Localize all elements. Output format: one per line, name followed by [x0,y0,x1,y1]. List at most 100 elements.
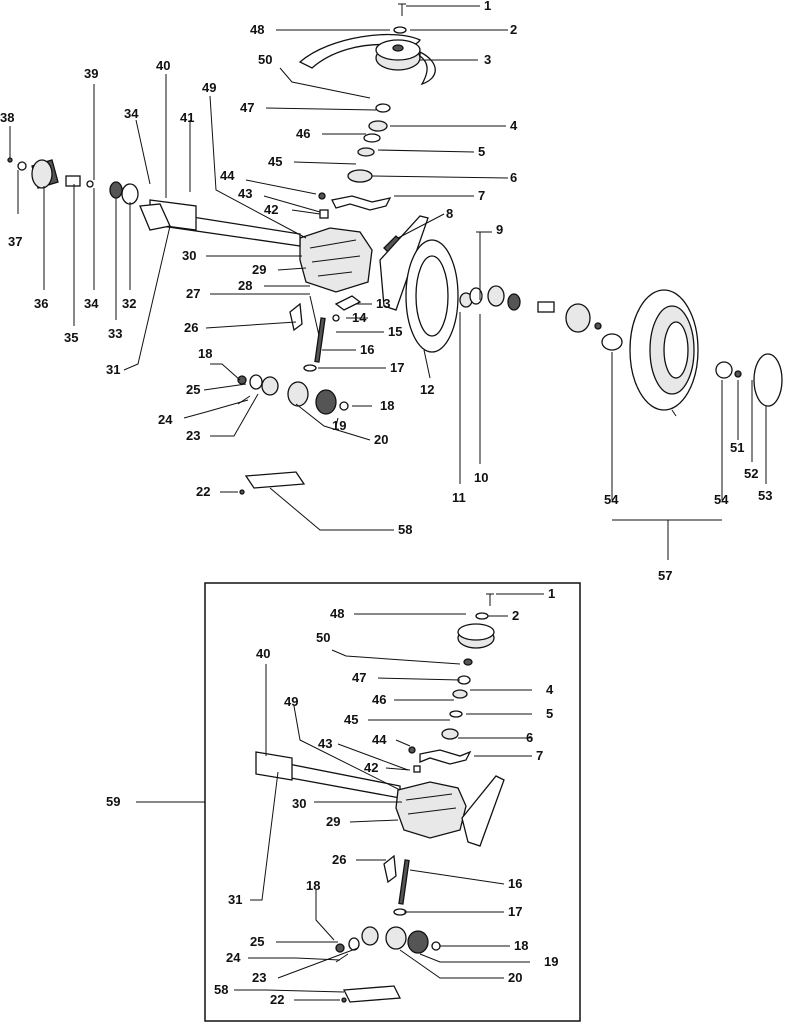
washer [357,147,375,157]
label-43: 43 [238,186,252,201]
sleeve [537,301,555,313]
label-50: 50 [258,52,272,67]
ball [332,314,340,322]
label-1: 1 [484,0,491,13]
label-13: 13 [376,296,390,311]
screw [734,370,742,378]
label-49: 49 [202,80,216,95]
sleeve [65,175,81,187]
shaft [314,317,326,363]
nut [17,161,27,171]
lower-assembly-drawing [255,593,505,1003]
inset-label-19: 19 [544,954,558,969]
label-34-upper: 34 [124,106,139,121]
washer [363,133,381,143]
label-6: 6 [510,170,517,185]
inset-label-16: 16 [508,876,522,891]
label-35: 35 [64,330,78,345]
pinion-gear [565,303,591,333]
label-18-upper-left: 18 [198,346,212,361]
label-44: 44 [220,168,235,183]
label-41: 41 [180,110,194,125]
washer [393,26,407,34]
label-42: 42 [264,202,278,217]
upper-assembly-drawing [7,3,783,495]
inset-label-4: 4 [546,682,554,697]
inset-label-18-right: 18 [514,938,528,953]
hub-cap [715,361,733,379]
bearing [368,120,388,132]
shift-fork [289,302,303,332]
screw [594,322,602,330]
lower-part-labels: 1 2 48 50 4 47 46 5 45 6 44 7 43 42 40 4… [106,586,558,1007]
label-32: 32 [122,296,136,311]
label-18-upper-right: 18 [380,398,394,413]
ball [318,192,326,200]
label-11: 11 [452,490,466,505]
inset-label-22: 22 [270,992,284,1007]
inset-label-46: 46 [372,692,386,707]
label-48: 48 [250,22,264,37]
label-23: 23 [186,428,200,443]
label-54-left: 54 [604,492,619,507]
belt-end [419,50,436,86]
label-39: 39 [84,66,98,81]
inset-label-40: 40 [256,646,270,661]
shift-rod [309,295,321,341]
housing-detail [309,239,361,277]
bearing [375,103,391,113]
gear-housing [299,227,373,293]
pinion-gear [31,159,53,189]
inset-label-43: 43 [318,736,332,751]
gear [287,381,309,407]
lower-leader-lines [234,593,544,1001]
label-27: 27 [186,286,200,301]
inset-label-48: 48 [330,606,344,621]
label-51: 51 [730,440,744,455]
upper-extra-labels: 34 18 54 [124,106,729,507]
drive-wheel-inner [415,255,449,337]
upper-part-labels: 1 2 48 3 50 4 47 46 5 45 6 44 7 43 42 8 … [0,0,772,583]
block [319,209,329,219]
hub-cap [601,333,623,351]
pin [398,3,406,16]
inset-label-49: 49 [284,694,298,709]
label-2: 2 [510,22,517,37]
washer [303,364,317,372]
screw [239,489,245,495]
plate [334,295,362,311]
inset-label-25: 25 [250,934,264,949]
inset-label-58: 58 [214,982,228,997]
label-47: 47 [240,100,254,115]
label-3: 3 [484,52,491,67]
label-52: 52 [744,466,758,481]
label-5: 5 [478,144,485,159]
inset-label-20: 20 [508,970,522,985]
label-16: 16 [360,342,374,357]
inset-label-31: 31 [228,892,242,907]
label-24: 24 [158,412,173,427]
ball [237,375,247,385]
label-20: 20 [374,432,388,447]
inset-label-50: 50 [316,630,330,645]
clip [86,180,94,188]
inset-label-47: 47 [352,670,366,685]
label-14: 14 [352,310,367,325]
label-33: 33 [108,326,122,341]
rear-wheel-hub [663,321,689,379]
inset-label-18-left: 18 [306,878,320,893]
label-10: 10 [474,470,488,485]
upper-leader-lines [9,5,767,560]
label-28: 28 [238,278,252,293]
screw [7,157,13,163]
inset-label-5: 5 [546,706,553,721]
label-40: 40 [156,58,170,73]
washer [339,401,349,411]
label-26: 26 [184,320,198,335]
label-57: 57 [658,568,672,583]
inset-label-24: 24 [226,950,241,965]
inset-label-29: 29 [326,814,340,829]
inset-label-23: 23 [252,970,266,985]
label-37: 37 [8,234,22,249]
